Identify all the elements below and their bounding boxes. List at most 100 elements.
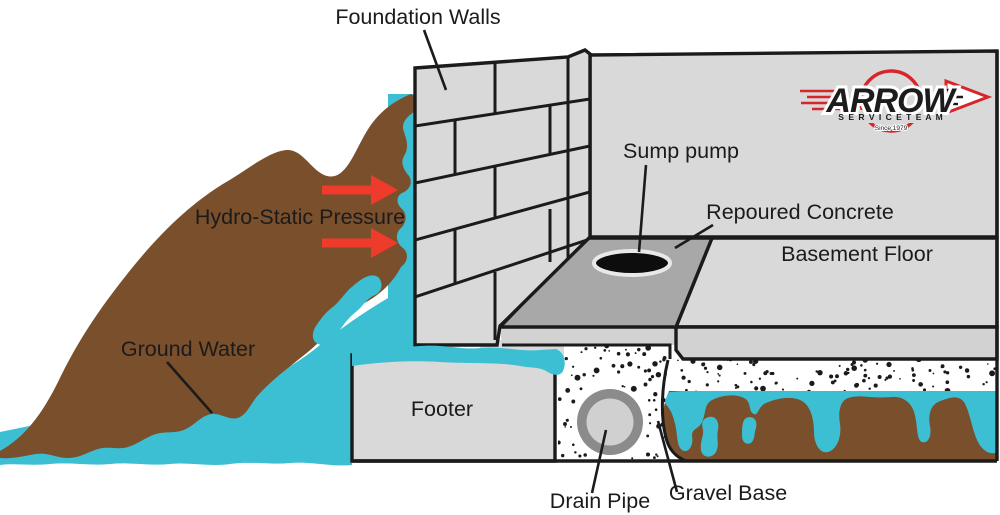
label-sump-pump: Sump pump [623,139,739,163]
gravel-dot [911,368,915,372]
gravel-dot [989,370,996,377]
leader-foundation-walls [422,29,448,91]
gravel-dot [621,385,624,388]
gravel-dot [736,385,740,389]
gravel-dot [565,418,569,422]
water-streak [312,275,382,345]
label-drain-pipe: Drain Pipe [550,489,650,513]
subslab-strip [500,327,676,345]
gravel-dot [582,373,586,377]
gravel-dot [958,365,963,370]
leader-gravel-base [656,420,679,493]
label-repoured-concrete: Repoured Concrete [706,200,894,224]
gravel-dot [809,380,815,387]
gravel-dot [781,388,785,391]
gravel-dot [829,374,834,379]
logo-since-text: Since 1979 [875,125,908,132]
gravel-dot [649,422,652,425]
gravel-dot [570,374,573,377]
logo-tagline-text: S E R V I C E T E A M [838,112,943,122]
gravel-dot [702,362,706,366]
gravel-dot [654,408,658,412]
gravel-dot [815,370,818,373]
gravel-dot [564,426,566,428]
gravel-dot [851,360,857,365]
gravel-dot [558,440,561,445]
pressure-arrow-bottom [322,228,398,258]
gravel-dot [893,369,896,372]
gravel-dot [754,386,759,391]
gravel-dot [966,374,971,379]
gravel-dot [716,364,723,371]
gravel-dot [835,374,839,379]
gravel-dot [680,369,684,372]
gravel-dot [875,362,879,365]
gravel-dot [918,382,923,387]
gravel-dot [706,371,709,374]
water-drip-2 [742,417,757,444]
gravel-right-curve [660,359,687,463]
gravel-dot [580,351,583,354]
gravel-dot [846,367,850,372]
gravel-dot [599,356,603,360]
gravel-dot [681,375,686,380]
arrow-service-team-logo: ARROW S E R V I C E T E A M Since 1979 [800,69,993,133]
gravel-dot [843,371,849,376]
gravel-dot [653,456,656,460]
gravel-dot [672,355,676,360]
water-over-footer [352,345,565,375]
gravel-dot [932,385,935,388]
gravel-base-area [558,345,997,461]
gravel-dot [571,399,576,404]
gravel-dot [862,378,866,383]
gravel-dot [650,374,655,379]
gravel-dot [594,346,597,349]
logo-band [850,110,932,123]
logo-circle [859,69,923,133]
gravel-dot [655,371,662,378]
gravel-dot [830,380,835,385]
gravel-dot [624,348,627,351]
gravel-dot [620,364,625,369]
gravel-dot [656,455,659,458]
gravel-dot [593,367,600,374]
gravel-dot [572,443,575,446]
gravel-dot [943,370,947,374]
gravel-dot [945,380,950,385]
gravel-dot [922,388,927,392]
gravel-dot [736,363,739,366]
gravel-dot [863,373,868,378]
gravel-dot [765,369,769,374]
gravel-dot [623,385,626,388]
gravel-dot [734,386,737,390]
sump-pit-opening [592,249,672,277]
gravel-dot [752,363,756,367]
gravel-dot [627,361,633,367]
gravel-dot [717,380,720,383]
gravel-dot [637,347,641,352]
gravel-dot [743,371,747,375]
gravel-dot [571,365,575,368]
gravel-dot [616,351,621,356]
gravel-dot [631,457,634,460]
gravel-dot [655,453,658,456]
gravel-dot [734,383,738,387]
logo-brand-text: ARROW [825,82,957,120]
water-drip-1 [700,416,719,457]
gravel-dot [648,413,652,417]
gravel-dot [860,364,863,367]
gravel-dot [718,374,721,377]
pressure-arrow-top [322,175,398,205]
gravel-dot [563,422,567,426]
gravel-dot [750,380,753,384]
leader-ground-water [166,361,213,414]
gravel-dot [932,372,935,375]
gravel-dot [648,377,652,382]
gravel-dot [647,399,651,402]
gravel-dot [592,374,595,377]
gravel-dot [558,397,562,401]
gravel-dot [574,374,581,381]
gravel-dot [899,377,901,380]
gravel-dot [885,376,889,380]
gravel-dot [659,360,662,363]
